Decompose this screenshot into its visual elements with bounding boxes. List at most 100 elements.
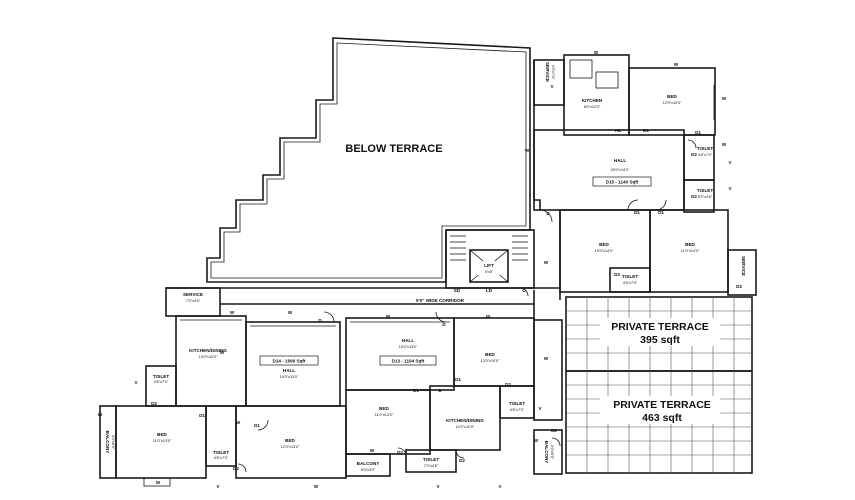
kitchen-dining-c-size: 10'0"x10'0" xyxy=(456,425,475,429)
door-mark: D2 xyxy=(233,466,239,471)
toilet-l2-size: 4'6"x7'0" xyxy=(214,456,229,460)
door-mark: D2 xyxy=(459,458,465,463)
unit-top-right xyxy=(533,54,757,296)
door-mark: D1 xyxy=(643,128,649,133)
v-mark: V xyxy=(436,484,440,489)
toilet-c2-name: TOILET xyxy=(509,401,525,406)
bed-tr-name: BED xyxy=(667,94,677,99)
unit-d13-label: D13 - 1104 Sqft xyxy=(392,359,425,364)
door-mark: D1 xyxy=(254,423,260,428)
window-mark: W xyxy=(288,310,293,315)
toilet-l1-name: TOILET xyxy=(153,374,169,379)
bed-c1-size: 12'0"x10'0" xyxy=(481,359,500,363)
below-terrace-area: BELOW TERRACE xyxy=(206,37,531,283)
balcony-l-name: BALCONY xyxy=(105,431,110,454)
door-mark: D1 xyxy=(658,210,664,215)
door-mark: D2 xyxy=(397,450,403,455)
service-l-name: SERVICE xyxy=(183,292,203,297)
service-tr-name: SERVICE xyxy=(545,62,550,82)
private-terrace-1-area: 395 sqft xyxy=(640,334,680,346)
corridor-label: 5'0" WIDE CORRIDOR xyxy=(416,298,465,303)
kitchen-tr-size: 8'0"x12'0" xyxy=(584,105,601,109)
door-mark: D1 xyxy=(413,388,419,393)
hall-c-size: 10'0"x13'0" xyxy=(399,345,418,349)
window-mark: W xyxy=(722,142,727,147)
kitchen-dining-l-size: 10'0"x10'0" xyxy=(199,355,218,359)
toilet-l1-size: 4'6"x7'0" xyxy=(154,380,169,384)
unit-d15-label: D15 - 1140 Sqft xyxy=(606,180,639,185)
v-mark: V xyxy=(538,406,542,411)
v-mark: V xyxy=(498,484,502,489)
hall-l-name: HALL xyxy=(283,368,295,373)
window-mark: W xyxy=(236,420,241,425)
toilet-r2-size: 4'6"x7'0" xyxy=(698,153,713,157)
toilet-r3-size: 8'0"x4'6" xyxy=(698,195,713,199)
bed-c2-size: 11'0"x13'0" xyxy=(375,413,394,417)
window-mark: W xyxy=(156,480,161,485)
balcony-c-name: BALCONY xyxy=(357,461,380,466)
door-mark: D2 xyxy=(691,194,697,199)
window-mark: W xyxy=(525,148,530,153)
lift-size: 5'x5' xyxy=(485,270,493,274)
bed-r2-name: BED xyxy=(685,242,695,247)
private-terrace-1-title: PRIVATE TERRACE xyxy=(611,321,709,333)
bed-l2-name: BED xyxy=(285,438,295,443)
window-mark: W xyxy=(370,448,375,453)
door-mark: D2 xyxy=(736,284,742,289)
bed-c1-name: BED xyxy=(485,352,495,357)
unit-d14-label: D14 - 1090 Sqft xyxy=(273,359,306,364)
unit-left xyxy=(99,287,347,487)
bed-r1-size: 13'0"x14'0" xyxy=(595,249,614,253)
bed-tr-size: 12'0"x10'0" xyxy=(663,101,682,105)
window-mark: W xyxy=(534,438,539,443)
kitchen-dining-c-name: KITCHEN/DINING xyxy=(446,418,484,423)
v-mark: V xyxy=(728,160,732,165)
hall-r-size: 20'0"x14'0" xyxy=(611,168,630,172)
window-mark: W xyxy=(386,314,391,319)
door-mark: D xyxy=(318,318,322,323)
private-terrace-2-title: PRIVATE TERRACE xyxy=(613,399,711,411)
v-mark: V xyxy=(216,484,220,489)
v-mark: V xyxy=(728,186,732,191)
lift-core: LIFT 5'x5' xyxy=(445,229,535,289)
ad-mark: AD xyxy=(615,128,622,133)
toilet-c1-name: TOILET xyxy=(423,457,439,462)
lift-name: LIFT xyxy=(484,263,494,268)
door-mark: D2 xyxy=(505,382,511,387)
toilet-c2-size: 4'6"x7'0" xyxy=(510,408,525,412)
window-mark: W xyxy=(220,350,225,355)
door-mark: D xyxy=(438,388,442,393)
unit-center xyxy=(345,317,563,477)
door-mark: D2 xyxy=(614,272,620,277)
balcony-c-size: 8'0"x3'0" xyxy=(361,468,376,472)
toilet-l2-name: TOILET xyxy=(213,450,229,455)
service-r-name: SERVICE xyxy=(741,256,746,276)
window-mark: W xyxy=(674,62,679,67)
toilet-r3-name: TOILET xyxy=(697,188,713,193)
balcony-l-size: 3'0"x8'0" xyxy=(111,435,115,450)
sd-mark: SD xyxy=(454,288,461,293)
service-l-size: 7'0"x4'0" xyxy=(186,299,201,303)
toilet-c1-size: 7'0"x4'6" xyxy=(424,464,439,468)
door-swings xyxy=(237,139,697,473)
private-terrace-1: PRIVATE TERRACE 395 sqft xyxy=(565,296,753,372)
toilet-r2-name: TOILET xyxy=(697,146,713,151)
bed-l1-size: 11'0"x13'0" xyxy=(153,439,172,443)
window-mark: W xyxy=(98,412,103,417)
window-mark: W xyxy=(544,260,549,265)
bed-c2-name: BED xyxy=(379,406,389,411)
bed-l2-size: 12'0"x13'0" xyxy=(281,445,300,449)
window-mark: W xyxy=(486,314,491,319)
window-mark: W xyxy=(722,96,727,101)
balcony-r-size: 3'0"x8'0" xyxy=(550,445,554,460)
door-mark: D2 xyxy=(151,401,157,406)
v-mark: V xyxy=(134,380,138,385)
window-mark: W xyxy=(314,484,319,489)
kitchen-tr-name: KITCHEN xyxy=(582,98,603,103)
door-mark: D xyxy=(546,211,550,216)
bed-r1-name: BED xyxy=(599,242,609,247)
v-mark: V xyxy=(550,84,554,89)
ld-mark: LD xyxy=(486,288,493,293)
door-mark: D2 xyxy=(691,152,697,157)
